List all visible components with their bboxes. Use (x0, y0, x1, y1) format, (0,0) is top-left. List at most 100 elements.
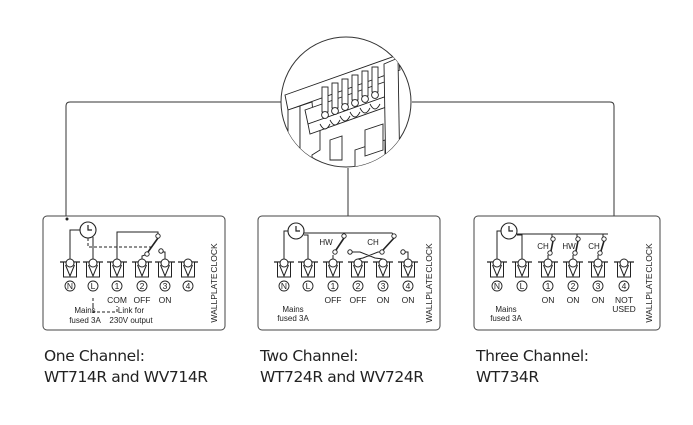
screw-icon (88, 258, 98, 268)
mains-label: fused 3A (277, 314, 309, 323)
caption-title: Two Channel: (260, 347, 359, 365)
terminal-id-circle (159, 280, 171, 292)
terminal-4: 4 (614, 258, 634, 292)
terminal-N: N (60, 258, 80, 292)
terminal-function-label: COM (107, 295, 127, 305)
wallplate-side-label: WALLPLATE (424, 273, 434, 322)
screw-icon (279, 258, 289, 268)
terminal-label: 3 (596, 281, 601, 291)
terminal-4: 4 (398, 258, 418, 292)
terminal-label: 3 (381, 281, 386, 291)
wire-neutral (69, 229, 80, 259)
caption-title: Three Channel: (476, 347, 589, 365)
terminal-id-circle (592, 280, 604, 292)
terminal-function-label: OFF (325, 295, 342, 305)
terminal-function-label: NOT (615, 295, 633, 305)
terminal-function-label: USED (612, 304, 636, 314)
terminal-id-circle (377, 280, 389, 292)
terminal-label: L (306, 281, 311, 291)
connector-left (65, 101, 281, 220)
wire-neutral (283, 230, 288, 259)
caption-one-channel: One Channel: WT714R and WV714R (44, 346, 208, 388)
screw-icon (543, 258, 553, 268)
terminal-label: L (520, 281, 525, 291)
wire-neutral (496, 230, 501, 259)
screw-icon (378, 258, 388, 268)
caption-three-channel: Three Channel: WT734R (476, 346, 589, 388)
terminal-1: 1 (538, 258, 558, 292)
screw-icon (183, 258, 193, 268)
clock-icon (500, 222, 518, 240)
switch-label-hw: HW (319, 238, 333, 247)
switch-hw-icon (332, 233, 347, 255)
terminal-label: 1 (331, 281, 336, 291)
wallplate-side-label: WALLPLATE (209, 273, 219, 322)
terminal-screws (319, 66, 381, 130)
terminal-N: N (487, 258, 507, 292)
terminal-function-label: OFF (350, 295, 367, 305)
terminal-L: L (298, 258, 318, 292)
screw-icon (568, 258, 578, 268)
mains-label: Mains (74, 306, 95, 315)
terminal-id-circle (136, 280, 148, 292)
terminal-id-circle (182, 280, 194, 292)
contact-on-4 (400, 249, 406, 255)
wire-clock-link (87, 238, 152, 248)
screw-icon (328, 258, 338, 268)
terminal-id-circle (402, 280, 414, 292)
link-label: 230V output (109, 316, 153, 325)
terminal-id-circle (567, 280, 579, 292)
screw-icon (65, 258, 75, 268)
switch-label-hw: HW (562, 242, 576, 251)
screw-icon (303, 258, 313, 268)
panel-border (257, 215, 441, 331)
terminal-label: 1 (546, 281, 551, 291)
caption-models: WT714R and WV714R (44, 368, 208, 386)
terminal-function-label: ON (402, 295, 415, 305)
screw-icon (593, 258, 603, 268)
clock-icon (287, 222, 305, 240)
screw-icon (160, 258, 170, 268)
terminal-label: 2 (356, 281, 361, 291)
switch-ch-icon (379, 233, 397, 255)
terminal-id-circle (87, 280, 99, 292)
terminal-function-label: ON (592, 295, 605, 305)
wire-crossover (352, 251, 384, 260)
terminal-function-label: ON (567, 295, 580, 305)
screw-icon (353, 258, 363, 268)
link-label: Link for (118, 306, 145, 315)
terminal-function-label: ON (377, 295, 390, 305)
screw-icon (492, 258, 502, 268)
terminal-label: 4 (406, 281, 411, 291)
wire-4 (405, 251, 409, 259)
terminal-id-circle (516, 280, 528, 292)
terminal-function-label: OFF (134, 295, 151, 305)
terminal-3: 3 (373, 258, 393, 292)
mains-label: fused 3A (69, 316, 101, 325)
terminal-3: 3 (155, 258, 175, 292)
contact-on (158, 248, 164, 254)
switch-label-ch: CH (588, 242, 600, 251)
switch-icon (144, 233, 161, 257)
wire-off (141, 254, 146, 259)
terminal-label: 3 (163, 281, 168, 291)
wire-live (304, 234, 309, 259)
terminal-L: L (512, 258, 532, 292)
switch-label-ch: CH (367, 238, 379, 247)
caption-title: One Channel: (44, 347, 145, 365)
terminal-1: 1 (107, 258, 127, 292)
connection-dot (65, 217, 69, 221)
terminal-L: L (83, 258, 103, 292)
terminal-label: 1 (115, 281, 120, 291)
terminal-2: 2 (132, 258, 152, 292)
terminal-N: N (274, 258, 294, 292)
screw-icon (137, 258, 147, 268)
caption-models: WT734R (476, 368, 539, 386)
screw-icon (112, 258, 122, 268)
screw-icon (403, 258, 413, 268)
